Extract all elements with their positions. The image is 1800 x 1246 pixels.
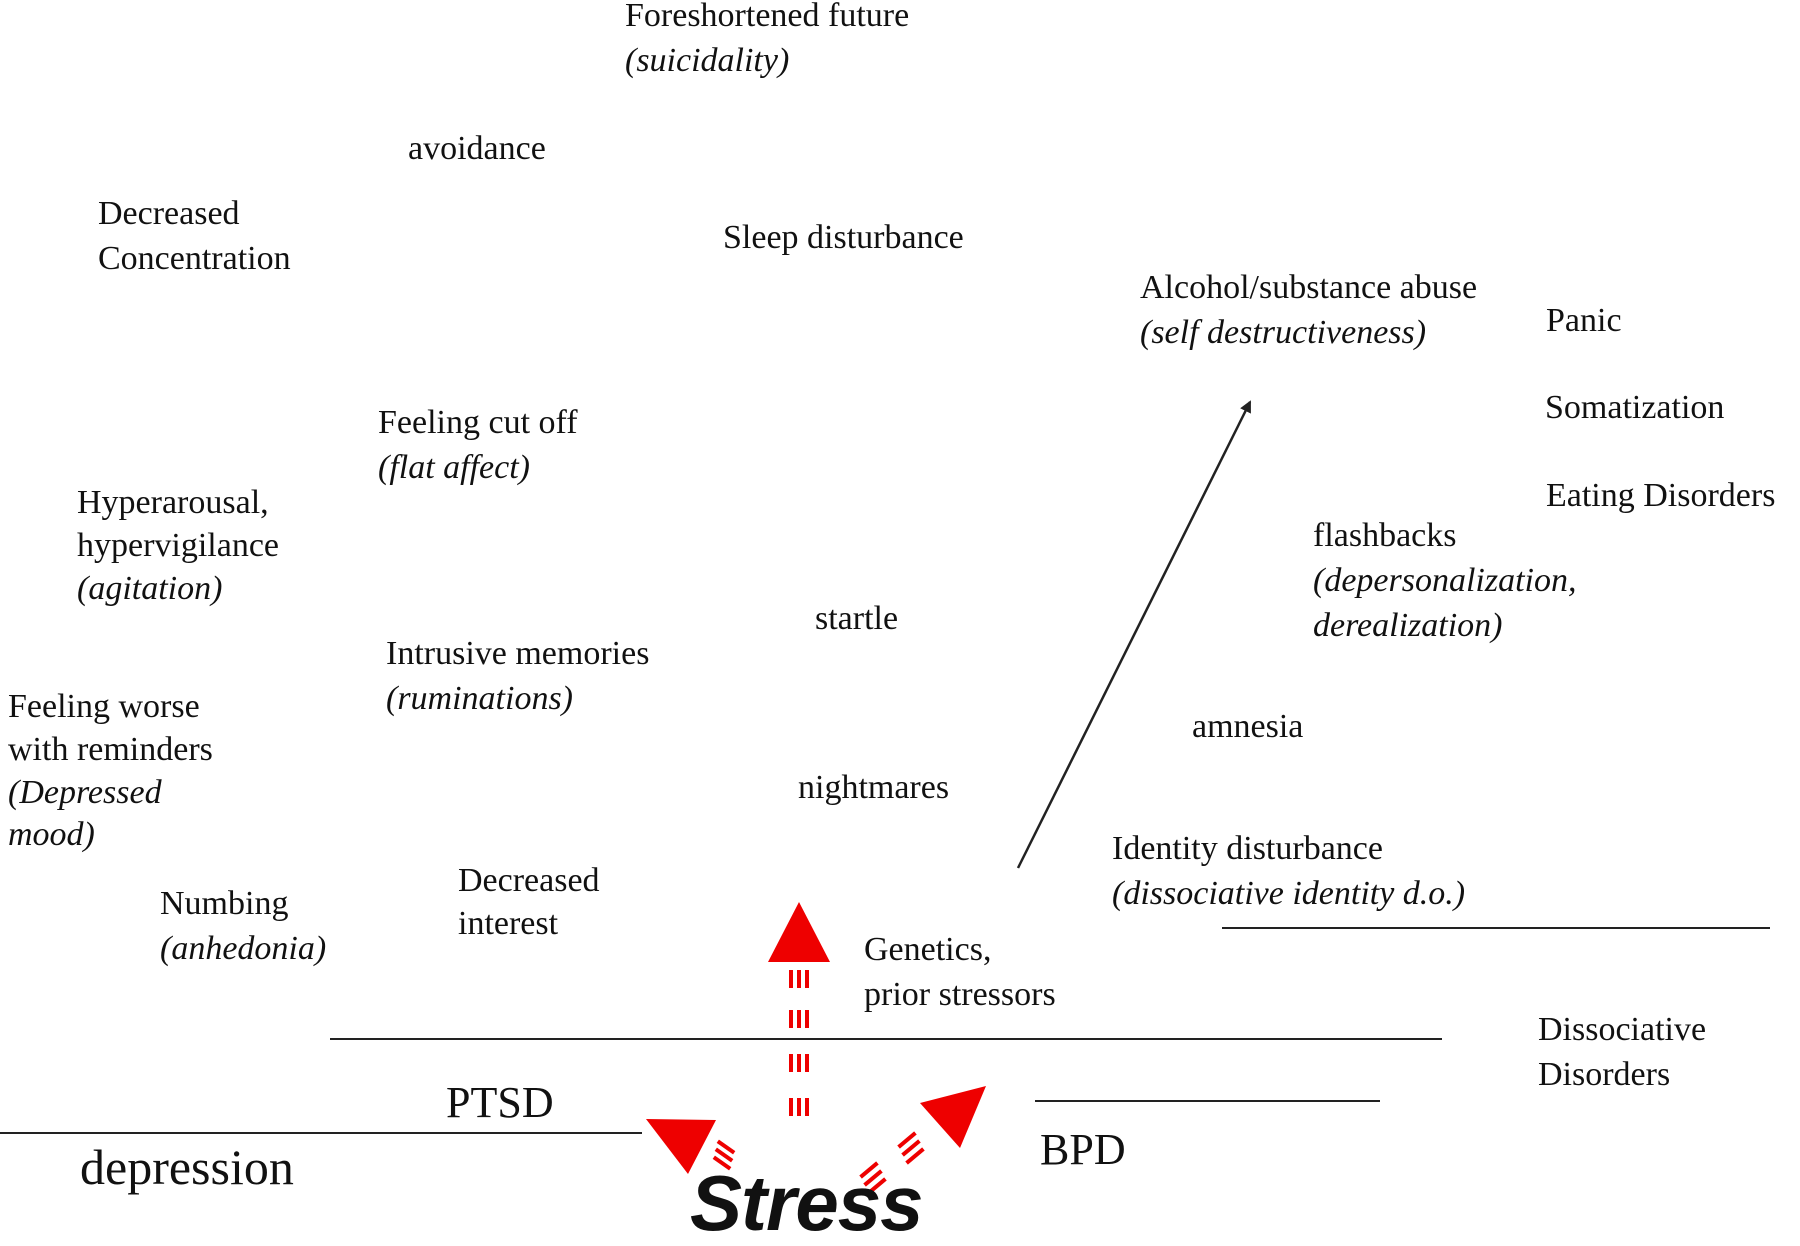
label-ptsd: PTSD: [446, 1078, 554, 1127]
label-nightmares: nightmares: [798, 766, 949, 811]
label-bpd: BPD: [1040, 1125, 1126, 1174]
label-numbing: Numbing (anhedonia): [160, 882, 326, 972]
label-feeling-cut-off: Feeling cut off (flat affect): [378, 401, 578, 491]
label-main: amnesia: [1192, 708, 1304, 745]
label-main: Panic: [1546, 302, 1622, 339]
label-main: BPD: [1040, 1125, 1126, 1174]
label-depression: depression: [80, 1140, 294, 1195]
label-avoidance: avoidance: [408, 127, 546, 172]
label-main: Sleep disturbance: [723, 219, 964, 256]
label-sub: (flat affect): [378, 448, 531, 486]
label-line: with reminders: [8, 730, 213, 768]
red-arrow-up-shaft: [789, 970, 809, 1116]
label-line: interest: [458, 904, 559, 942]
label-sub: (depersonalization,: [1313, 561, 1577, 599]
label-line: Dissociative: [1538, 1011, 1707, 1048]
label-sub: (suicidality): [625, 41, 790, 79]
label-line: Concentration: [98, 239, 291, 277]
label-flashbacks: flashbacks (depersonalization, derealiza…: [1313, 514, 1576, 649]
red-arrow-down-left: [646, 1119, 736, 1174]
label-main: Intrusive memories: [386, 635, 650, 672]
label-sub: derealization): [1313, 606, 1503, 644]
diagonal-arrow: [1016, 400, 1252, 869]
red-arrow-up-right: [859, 1086, 986, 1195]
label-dissociative-disorders: Dissociative Disorders: [1538, 1008, 1706, 1098]
label-line: Decreased: [98, 195, 240, 232]
red-arrow-down-left-shaft: [712, 1139, 736, 1171]
label-main: Numbing: [160, 885, 289, 922]
label-main: Somatization: [1545, 389, 1725, 426]
red-arrow-up: [768, 902, 830, 1116]
label-main: Foreshortened future: [625, 0, 910, 34]
label-eating-disorders: Eating Disorders: [1546, 474, 1775, 519]
red-arrow-up-right-shaft: [859, 1131, 925, 1195]
label-line: Feeling worse: [8, 688, 200, 725]
label-sub: (Depressed: [8, 773, 162, 811]
label-hyperarousal: Hyperarousal, hypervigilance (agitation): [77, 482, 279, 610]
label-amnesia: amnesia: [1192, 705, 1303, 750]
label-panic: Panic: [1546, 299, 1622, 344]
label-decreased-concentration: Decreased Concentration: [98, 192, 291, 282]
label-main: avoidance: [408, 130, 546, 167]
label-main: flashbacks: [1313, 517, 1457, 554]
label-somatization: Somatization: [1545, 386, 1724, 431]
red-arrow-up-head: [768, 902, 830, 962]
label-line: Disorders: [1538, 1055, 1671, 1093]
label-alcohol-substance-abuse: Alcohol/substance abuse (self destructiv…: [1140, 266, 1477, 356]
label-main: startle: [815, 600, 899, 637]
label-startle: startle: [815, 597, 898, 642]
red-arrow-down-left-head: [646, 1119, 716, 1174]
label-stress: Stress: [690, 1159, 923, 1246]
label-main: Alcohol/substance abuse: [1140, 269, 1478, 306]
label-main: Eating Disorders: [1546, 477, 1776, 514]
label-line: Genetics,: [864, 931, 992, 968]
label-main: depression: [80, 1139, 294, 1195]
label-sub: (anhedonia): [160, 929, 327, 967]
label-sub: (dissociative identity d.o.): [1112, 874, 1466, 912]
label-sub: (self destructiveness): [1140, 313, 1427, 351]
label-feeling-worse: Feeling worse with reminders (Depressed …: [8, 686, 213, 857]
label-intrusive-memories: Intrusive memories (ruminations): [386, 632, 649, 722]
label-line: hypervigilance: [77, 526, 280, 564]
label-foreshortened-future: Foreshortened future (suicidality): [625, 0, 909, 84]
label-line: Hyperarousal,: [77, 484, 269, 521]
label-line: prior stressors: [864, 975, 1056, 1013]
label-identity-disturbance: Identity disturbance (dissociative ident…: [1112, 827, 1465, 917]
label-sub: (agitation): [77, 569, 223, 607]
label-genetics-prior-stressors: Genetics, prior stressors: [864, 928, 1056, 1018]
label-main: PTSD: [446, 1078, 554, 1127]
label-sub: (ruminations): [386, 679, 573, 717]
label-decreased-interest: Decreased interest: [458, 860, 600, 946]
label-sub: mood): [8, 816, 95, 854]
label-sleep-disturbance: Sleep disturbance: [723, 216, 964, 261]
label-line: Decreased: [458, 862, 600, 899]
red-arrow-up-right-head: [920, 1086, 986, 1148]
label-main: nightmares: [798, 769, 950, 806]
label-main: Feeling cut off: [378, 404, 578, 441]
label-main: Identity disturbance: [1112, 830, 1383, 867]
